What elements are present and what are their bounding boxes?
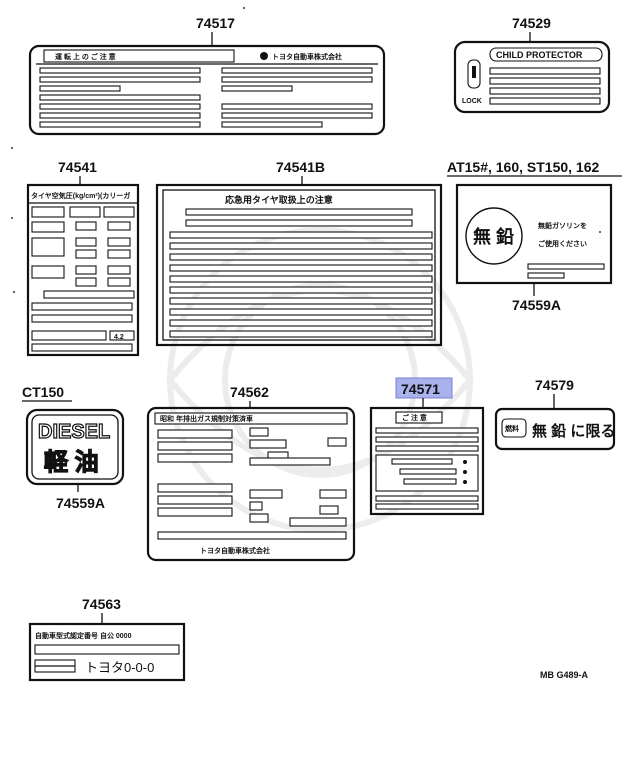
diesel-en-text: DIESEL <box>38 421 110 443</box>
part-number-74563[interactable]: 74563 <box>82 596 121 612</box>
spare-tire-caution-text: 応急用タイヤ取扱上の注意 <box>225 194 333 205</box>
label-74541B: 応急用タイヤ取扱上の注意 <box>155 183 443 347</box>
driving-caution-text: 運 転 上 の ご 注 意 <box>55 52 116 61</box>
label-74559A-diesel: DIESEL 軽 油 <box>25 408 125 486</box>
label-74529: CHILD PROTECTOR LOCK <box>453 40 611 114</box>
part-number-74571[interactable]: 74571 <box>401 381 440 397</box>
unleaded-only-text: 無 鉛 に限る <box>532 422 615 440</box>
part-number-74541B[interactable]: 74541B <box>276 159 325 175</box>
toyota-company-text: トヨタ自動車株式会社 <box>272 52 342 61</box>
part-number-74517[interactable]: 74517 <box>196 15 235 31</box>
caution-small-text: ご 注 意 <box>402 413 427 422</box>
part-number-74541[interactable]: 74541 <box>58 159 97 175</box>
label-74579: 燃料 無 鉛 に限る <box>494 407 615 451</box>
tire-value-text: 4.2 <box>114 334 124 341</box>
label-74563: 自動車型式認定番号 自公 0000 トヨタ0-0-0 <box>28 622 186 682</box>
label-74541: タイヤ空気圧(kg/cm²)(カリーガ 4.2 <box>26 183 140 357</box>
highlight-74571 <box>395 377 453 399</box>
label-74559A-unleaded: 無 鉛 無鉛ガソリンを ご使用ください <box>455 183 613 285</box>
label-74571: ご 注 意 <box>369 406 485 516</box>
part-number-74529[interactable]: 74529 <box>512 15 551 31</box>
emission-header-text: 昭和 年排出ガス規制対策済車 <box>160 414 253 423</box>
label-74562: 昭和 年排出ガス規制対策済車 トヨタ自動車株式会社 <box>146 406 356 562</box>
unleaded-text-1: 無鉛ガソリンを <box>538 221 587 230</box>
stray-marks <box>11 7 601 293</box>
part-number-74559A-top[interactable]: 74559A <box>512 297 561 313</box>
model-code-text: トヨタ0-0-0 <box>85 660 154 675</box>
unleaded-text-2: ご使用ください <box>538 239 587 248</box>
part-number-74559A-bottom[interactable]: 74559A <box>56 495 105 511</box>
models-at15: AT15#, 160, ST150, 162 <box>447 159 599 175</box>
toyota-company-text-2: トヨタ自動車株式会社 <box>200 546 270 555</box>
unleaded-kanji-text: 無 鉛 <box>473 226 514 247</box>
label-74517: 運 転 上 の ご 注 意 トヨタ自動車株式会社 <box>28 44 386 136</box>
part-number-74579[interactable]: 74579 <box>535 377 574 393</box>
models-ct150: CT150 <box>22 384 64 400</box>
child-protector-text: CHILD PROTECTOR <box>496 50 583 60</box>
diagram-code: MB G489-A <box>540 670 589 680</box>
certification-text: 自動車型式認定番号 自公 0000 <box>35 631 132 640</box>
fuel-tag-text: 燃料 <box>504 424 519 433</box>
tire-pressure-text: タイヤ空気圧(kg/cm²)(カリーガ <box>31 191 130 200</box>
lock-text: LOCK <box>462 98 482 105</box>
diesel-kanji-text: 軽 油 <box>44 449 99 476</box>
part-number-74562[interactable]: 74562 <box>230 384 269 400</box>
